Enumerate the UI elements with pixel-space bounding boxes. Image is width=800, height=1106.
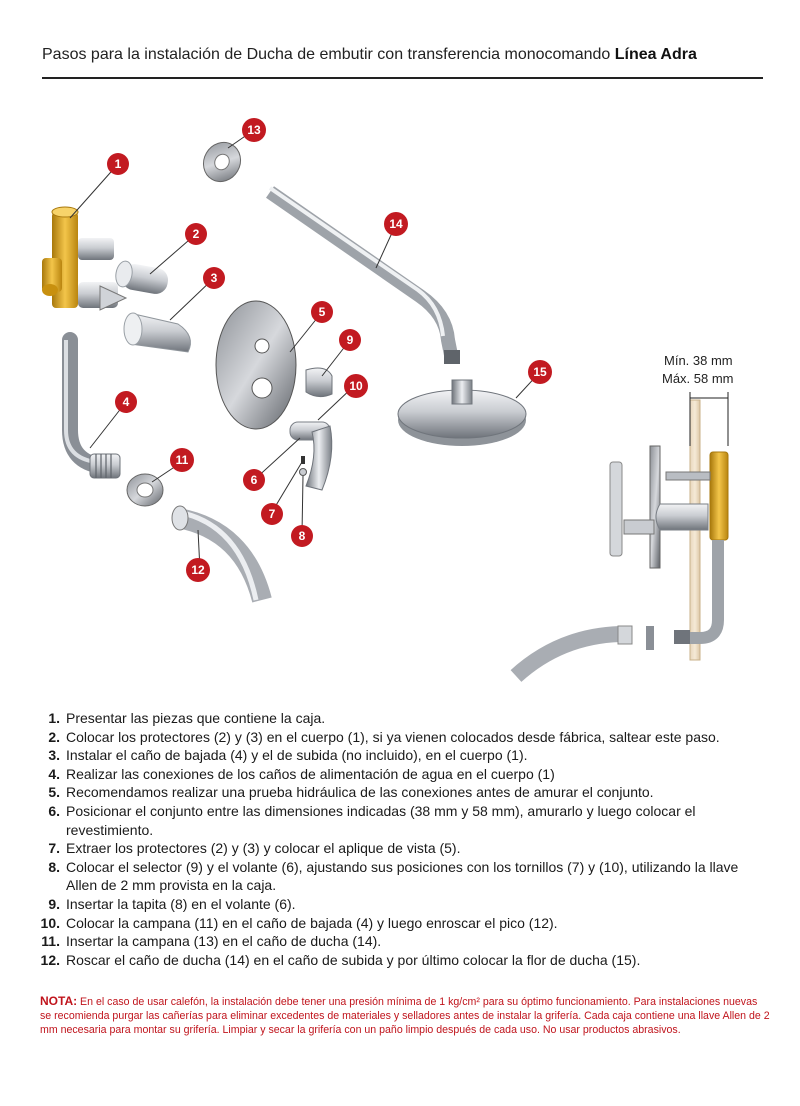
dim-min-label: Mín. 38 mm: [664, 353, 733, 368]
svg-text:11: 11: [176, 453, 189, 467]
step-12: 12.Roscar el caño de ducha (14) en el ca…: [40, 951, 641, 968]
shower-head-part: [397, 379, 527, 446]
handle-part: [289, 421, 333, 491]
page-title: Pasos para la instalación de Ducha de em…: [42, 46, 697, 64]
shower-arm-part: [266, 186, 460, 364]
callout-3: 3: [203, 267, 225, 289]
protector-large-part: [123, 312, 191, 353]
dim-max-label: Máx. 58 mm: [662, 371, 734, 386]
callout-9: 9: [339, 329, 361, 351]
note-label: NOTA:: [40, 994, 78, 1008]
svg-text:14: 14: [389, 217, 403, 231]
exploded-diagram: Mín. 38 mm Máx. 58 mm 1 2 3 4 5 6 7 8 9 …: [42, 118, 734, 683]
escutcheon-lower-part: [126, 473, 164, 507]
callout-5: 5: [311, 301, 333, 323]
callout-7: 7: [261, 503, 283, 525]
step-9: 9.Insertar la tapita (8) en el volante (…: [48, 895, 296, 912]
callout-2: 2: [185, 223, 207, 245]
svg-text:6: 6: [251, 473, 258, 487]
installed-assembly-view: Mín. 38 mm Máx. 58 mm: [510, 353, 734, 683]
step-6: 6.Posicionar el conjunto entre las dimen…: [48, 802, 696, 838]
step-1: 1.Presentar las piezas que contiene la c…: [48, 710, 326, 726]
svg-text:4: 4: [123, 395, 130, 409]
svg-text:10: 10: [349, 379, 363, 393]
callout-4: 4: [115, 391, 137, 413]
title-product-line: Línea Adra: [614, 46, 697, 63]
svg-text:2: 2: [193, 227, 200, 241]
svg-text:15: 15: [533, 365, 547, 379]
step-4: 4.Realizar las conexiones de los caños d…: [48, 765, 555, 782]
lower-pipe-part: [62, 332, 121, 479]
face-plate-part: [215, 300, 297, 430]
callout-6: 6: [243, 469, 265, 491]
svg-text:9: 9: [347, 333, 354, 347]
valve-body-part: [42, 206, 128, 311]
installation-note: NOTA: En el caso de usar calefón, la ins…: [40, 994, 770, 1038]
svg-text:7: 7: [269, 507, 276, 521]
svg-text:13: 13: [247, 123, 261, 137]
step-7: 7.Extraer los protectores (2) y (3) y co…: [48, 840, 461, 857]
svg-text:8: 8: [299, 529, 306, 543]
step-3: 3.Instalar el caño de bajada (4) y el de…: [48, 747, 528, 764]
step-8: 8.Colocar el selector (9) y el volante (…: [48, 858, 739, 894]
svg-text:3: 3: [211, 271, 218, 285]
step-11: 11.Insertar la campana (13) en el caño d…: [41, 933, 382, 950]
step-5: 5.Recomendamos realizar una prueba hidrá…: [48, 784, 654, 801]
callout-8: 8: [291, 525, 313, 547]
step-10: 10.Colocar la campana (11) en el caño de…: [40, 914, 558, 931]
header-rule: [42, 77, 763, 79]
title-prefix: Pasos para la instalación de Ducha de em…: [42, 46, 615, 63]
callout-15: 15: [528, 360, 552, 384]
escutcheon-upper-part: [202, 141, 242, 183]
callout-10: 10: [344, 374, 368, 398]
svg-text:12: 12: [191, 563, 205, 577]
step-2: 2.Colocar los protectores (2) y (3) en e…: [48, 728, 720, 745]
callout-13: 13: [242, 118, 266, 142]
svg-text:5: 5: [319, 305, 326, 319]
screw-and-cap-parts: [299, 456, 307, 476]
callout-12: 12: [186, 558, 210, 582]
protector-small-part: [115, 260, 169, 294]
spout-part: [171, 505, 272, 603]
svg-text:1: 1: [115, 157, 122, 171]
note-text: En el caso de usar calefón, la instalaci…: [40, 996, 770, 1037]
selector-part: [305, 367, 333, 398]
callout-11: 11: [170, 448, 194, 472]
callout-14: 14: [384, 212, 408, 236]
callout-1: 1: [107, 153, 129, 175]
installation-steps: 1.Presentar las piezas que contiene la c…: [38, 709, 778, 969]
